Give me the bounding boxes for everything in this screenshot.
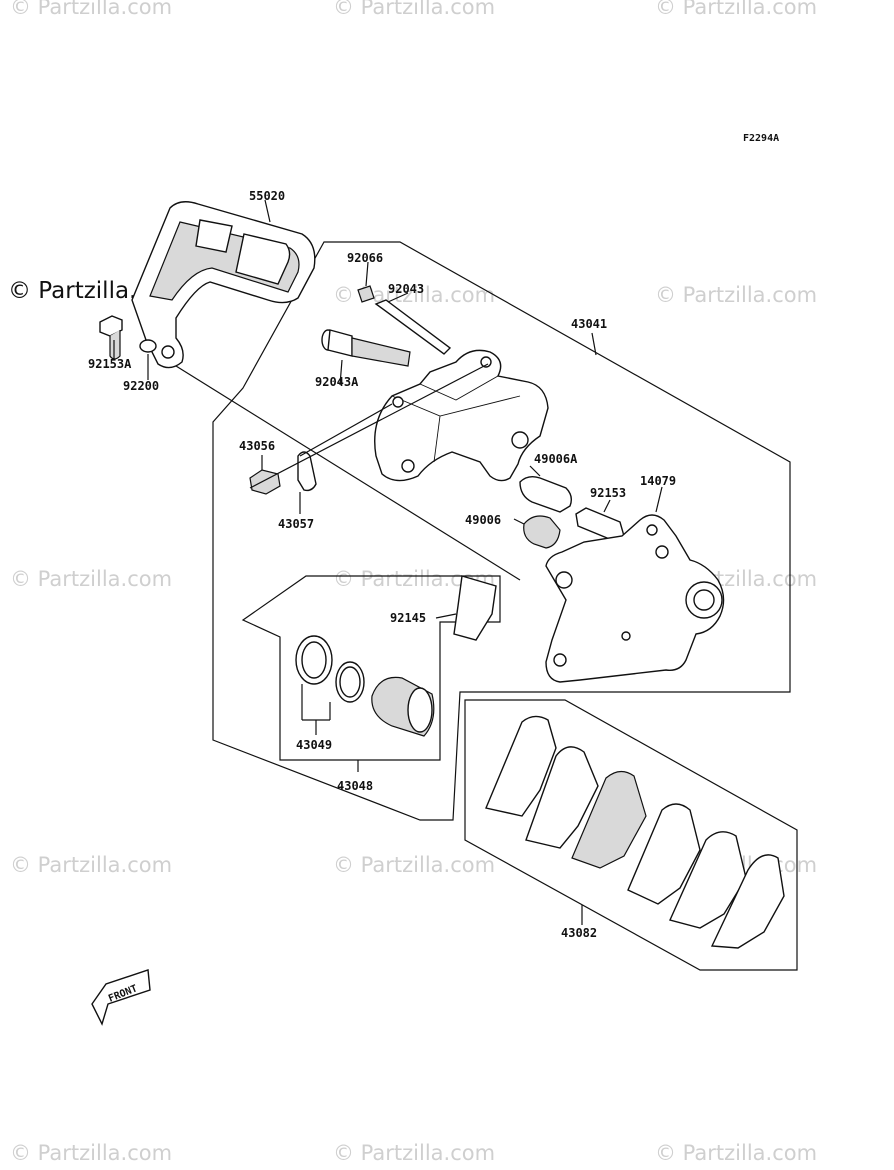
pin-bolt-92043a	[321, 329, 411, 367]
pin-92043	[374, 299, 452, 355]
callout-55020: 55020	[249, 189, 285, 203]
watermark-layer: © Partzilla.com © Partzilla.com © Partzi…	[8, 0, 817, 1165]
caliper-body	[374, 349, 549, 482]
bleeder-43056	[249, 469, 281, 495]
watermark-text: © Partzilla.com	[333, 0, 495, 19]
piston-seal-inner	[301, 641, 327, 679]
caliper-guard	[131, 201, 316, 369]
watermark-text: © Partzilla.com	[655, 0, 817, 19]
watermark-text: © Partzilla.com	[10, 853, 172, 877]
piston-kit-outline	[241, 575, 501, 761]
watermark-text: © Partzilla.com	[10, 0, 172, 19]
bolt-92153a	[99, 315, 123, 360]
watermark-text: © Partzilla.com	[655, 1141, 817, 1165]
brake-pad-set	[485, 715, 785, 949]
callout-92153: 92153	[590, 486, 626, 500]
pad-spring-92145	[453, 575, 497, 641]
bolt-92153	[575, 507, 625, 541]
boot-49006a	[519, 475, 573, 513]
watermark-text: © Partzilla.com	[10, 1141, 172, 1165]
watermark-text: © Partzilla.com	[333, 853, 495, 877]
callout-92153a: 92153A	[88, 357, 132, 371]
callout-43056: 43056	[239, 439, 275, 453]
caliper-bracket	[545, 514, 725, 683]
callout-92145: 92145	[390, 611, 426, 625]
pad-set-outline	[464, 699, 798, 971]
bleeder-cap-43057	[297, 451, 317, 492]
watermark-text: © Partzilla.com	[333, 1141, 495, 1165]
callout-92043: 92043	[388, 282, 424, 296]
callout-14079: 14079	[640, 474, 676, 488]
callout-43048: 43048	[337, 779, 373, 793]
front-arrow: FRONT	[91, 969, 151, 1026]
callout-49006a: 49006A	[534, 452, 578, 466]
figure-code: F2294A	[743, 133, 779, 144]
callout-43049: 43049	[296, 738, 332, 752]
callout-92043a: 92043A	[315, 375, 359, 389]
leader-lines	[113, 199, 663, 925]
callout-43082: 43082	[561, 926, 597, 940]
callout-92200: 92200	[123, 379, 159, 393]
watermark-text: © Partzilla.com	[10, 567, 172, 591]
callout-92066: 92066	[347, 251, 383, 265]
washer-92200	[139, 339, 157, 353]
watermark-text: © Partzilla.com	[655, 283, 817, 307]
callout-43057: 43057	[278, 517, 314, 531]
piston	[371, 676, 435, 737]
callout-49006: 49006	[465, 513, 501, 527]
callout-43041: 43041	[571, 317, 607, 331]
boot-49006	[523, 515, 561, 549]
dust-seal-inner	[339, 666, 361, 698]
cap-92066	[357, 285, 375, 303]
caliper-assembly-outline	[212, 241, 791, 821]
